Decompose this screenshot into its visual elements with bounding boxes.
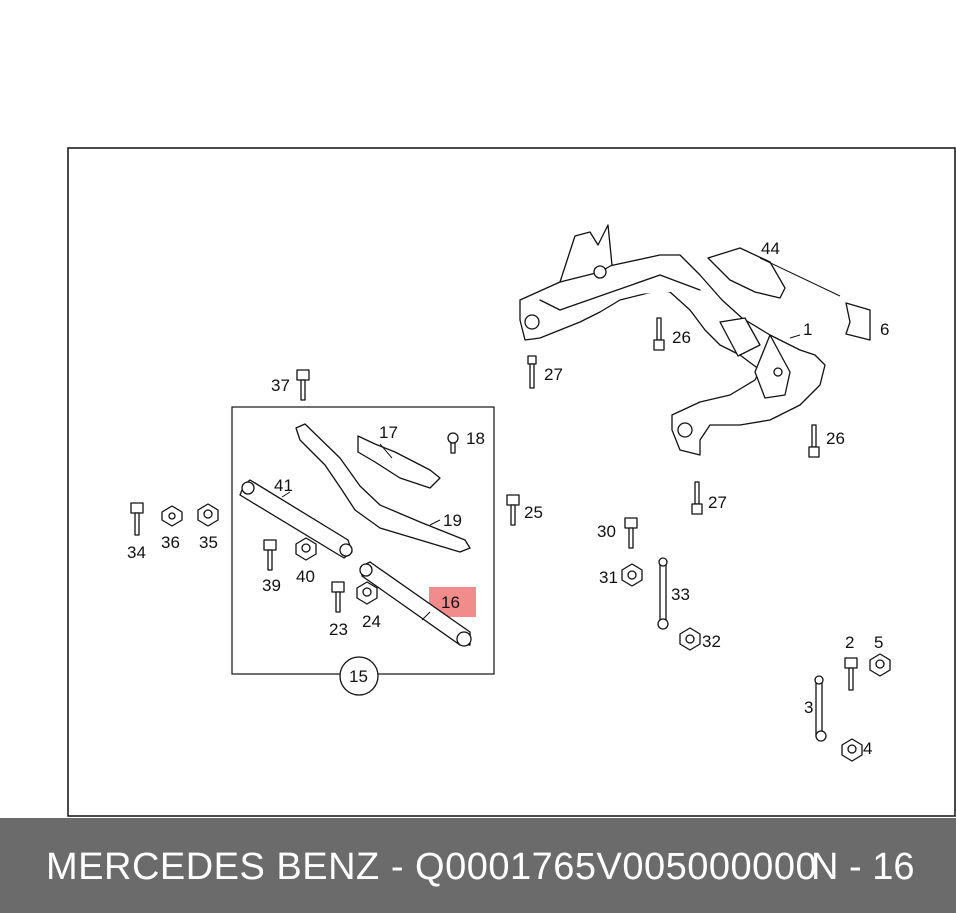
- callout-32[interactable]: 32: [702, 632, 721, 651]
- callout-30[interactable]: 30: [597, 522, 616, 541]
- callout-5[interactable]: 5: [874, 633, 883, 652]
- callout-2[interactable]: 2: [845, 633, 854, 652]
- control-arm-part: [295, 423, 471, 553]
- bolt-2: [844, 657, 858, 691]
- callout-39[interactable]: 39: [262, 576, 281, 595]
- callout-37[interactable]: 37: [271, 376, 290, 395]
- bolt-26a: [653, 317, 665, 351]
- callout-31[interactable]: 31: [599, 568, 618, 587]
- callout-41[interactable]: 41: [274, 476, 293, 495]
- callout-27b[interactable]: 27: [708, 493, 727, 512]
- nut-36: [161, 505, 183, 527]
- nut-31: [621, 563, 643, 587]
- stabilizer-link-33: [657, 557, 669, 630]
- nut-5: [869, 653, 891, 677]
- callout-26a[interactable]: 26: [672, 328, 691, 347]
- bolt-27b: [691, 481, 703, 515]
- bolt-26b: [808, 424, 820, 458]
- callout-34[interactable]: 34: [127, 543, 146, 562]
- callout-circle-15: [339, 656, 379, 696]
- stabilizer-link-3: [814, 675, 827, 742]
- footer-brand-code: MERCEDES BENZ - Q0001765V005000000: [46, 846, 818, 888]
- bracket-part: [845, 302, 871, 341]
- bolt-18: [447, 432, 459, 454]
- bolt-37: [296, 369, 310, 401]
- bolt-25: [506, 494, 520, 526]
- callout-19[interactable]: 19: [443, 511, 462, 530]
- nut-40: [295, 537, 317, 561]
- callout-40[interactable]: 40: [296, 567, 315, 586]
- callout-25[interactable]: 25: [524, 503, 543, 522]
- diagram-frame: [67, 147, 956, 817]
- subframe-part: [519, 224, 826, 456]
- nut-35: [197, 503, 219, 527]
- callout-35[interactable]: 35: [199, 533, 218, 552]
- callout-15[interactable]: 15: [349, 667, 368, 686]
- callout-27a[interactable]: 27: [544, 365, 563, 384]
- bolt-34: [130, 502, 144, 536]
- callout-36[interactable]: 36: [161, 533, 180, 552]
- nut-32: [679, 627, 701, 651]
- nut-4: [841, 738, 863, 762]
- callout-33[interactable]: 33: [671, 585, 690, 604]
- nut-24: [356, 581, 378, 605]
- callout-24[interactable]: 24: [362, 612, 381, 631]
- bolt-27a: [527, 355, 537, 389]
- callout-16[interactable]: 16: [441, 593, 460, 612]
- bolt-23: [331, 581, 345, 613]
- callout-17[interactable]: 17: [379, 423, 398, 442]
- callout-3[interactable]: 3: [804, 698, 813, 717]
- callout-1[interactable]: 1: [803, 320, 812, 339]
- bolt-39: [263, 539, 277, 571]
- callout-4[interactable]: 4: [863, 739, 872, 758]
- footer-page-ref: N - 16: [811, 846, 915, 888]
- callout-6[interactable]: 6: [880, 320, 889, 339]
- bolt-30: [624, 517, 638, 549]
- parts-diagram: 1 2 3 4 5 6 15 16 17 18 19 23 24 25 26 2…: [67, 147, 956, 817]
- callout-23[interactable]: 23: [329, 620, 348, 639]
- link-41-part: [239, 479, 353, 559]
- footer-bar: MERCEDES BENZ - Q0001765V005000000 N - 1…: [0, 818, 956, 913]
- callout-26b[interactable]: 26: [826, 429, 845, 448]
- link-16-part: [359, 561, 472, 647]
- callout-18[interactable]: 18: [466, 429, 485, 448]
- callout-44[interactable]: 44: [761, 239, 780, 258]
